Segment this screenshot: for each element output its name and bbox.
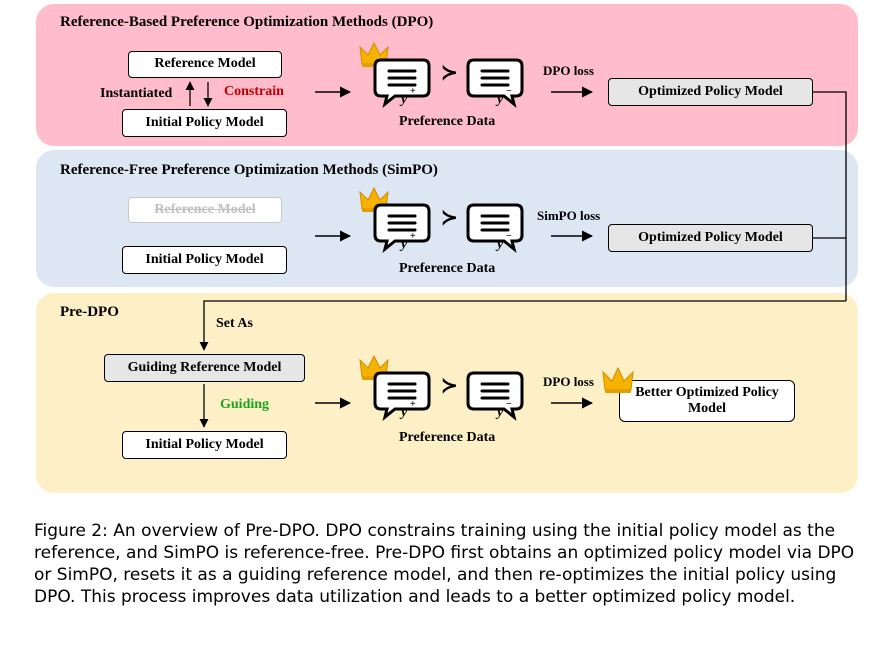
simpo-loss-label: SimPO loss bbox=[537, 208, 601, 223]
preference-greater-than: ≻ bbox=[441, 375, 458, 397]
pre-dpo-title: Pre-DPO bbox=[60, 304, 119, 320]
chat-bubble-icon bbox=[466, 58, 524, 108]
set-as-label: Set As bbox=[216, 316, 253, 331]
y-plus-label: y bbox=[401, 405, 408, 420]
dpo-reference-model-box: Reference Model bbox=[128, 51, 282, 78]
dpo-title: Reference-Based Preference Optimization … bbox=[60, 14, 434, 30]
chat-bubble-icon bbox=[373, 203, 431, 253]
chat-bubble-icon bbox=[373, 58, 431, 108]
chat-bubble-icon bbox=[466, 371, 524, 421]
guiding-reference-model-box: Guiding Reference Model bbox=[104, 354, 305, 382]
simpo-title: Reference-Free Preference Optimization M… bbox=[60, 162, 438, 178]
y-minus-label: y bbox=[497, 92, 504, 107]
preference-greater-than: ≻ bbox=[441, 207, 458, 229]
y-plus-superscript: + bbox=[410, 231, 416, 242]
pre-dpo-initial-policy-box: Initial Policy Model bbox=[122, 431, 287, 459]
y-minus-superscript: − bbox=[506, 399, 512, 410]
simpo-initial-policy-box: Initial Policy Model bbox=[122, 246, 287, 274]
y-plus-label: y bbox=[401, 237, 408, 252]
preference-pair: ≻y+y− bbox=[355, 354, 535, 425]
dpo-loss-label: DPO loss bbox=[543, 63, 594, 78]
pre-dpo-loss-label: DPO loss bbox=[543, 374, 594, 389]
better-optimized-policy-box: Better Optimized Policy Model bbox=[619, 380, 795, 422]
simpo-preference-data-label: Preference Data bbox=[399, 261, 496, 276]
y-minus-label: y bbox=[497, 405, 504, 420]
y-minus-label: y bbox=[497, 237, 504, 252]
preference-pair: ≻y+y− bbox=[355, 186, 535, 257]
pre-dpo-preference-data-label: Preference Data bbox=[399, 430, 496, 445]
y-plus-superscript: + bbox=[410, 86, 416, 97]
preference-pair-drawing bbox=[359, 186, 524, 253]
preference-pair-drawing bbox=[359, 354, 524, 421]
guiding-label: Guiding bbox=[220, 397, 270, 412]
dpo-preference-data-label: Preference Data bbox=[399, 114, 496, 129]
simpo-reference-model-box-crossed: Reference Model bbox=[128, 197, 282, 223]
dpo-instantiated-label: Instantiated bbox=[100, 86, 173, 101]
simpo-optimized-policy-box: Optimized Policy Model bbox=[608, 224, 813, 252]
dpo-initial-policy-box: Initial Policy Model bbox=[122, 109, 287, 137]
figure-caption: Figure 2: An overview of Pre-DPO. DPO co… bbox=[34, 521, 855, 607]
dpo-constrain-label: Constrain bbox=[224, 84, 284, 99]
dpo-optimized-policy-box: Optimized Policy Model bbox=[608, 78, 813, 106]
preference-pair-drawing bbox=[359, 41, 524, 108]
chat-bubble-icon bbox=[466, 203, 524, 253]
preference-greater-than: ≻ bbox=[441, 62, 458, 84]
preference-pair: ≻y+y− bbox=[355, 41, 535, 112]
y-plus-superscript: + bbox=[410, 399, 416, 410]
y-minus-superscript: − bbox=[506, 86, 512, 97]
chat-bubble-icon bbox=[373, 371, 431, 421]
y-plus-label: y bbox=[401, 92, 408, 107]
y-minus-superscript: − bbox=[506, 231, 512, 242]
